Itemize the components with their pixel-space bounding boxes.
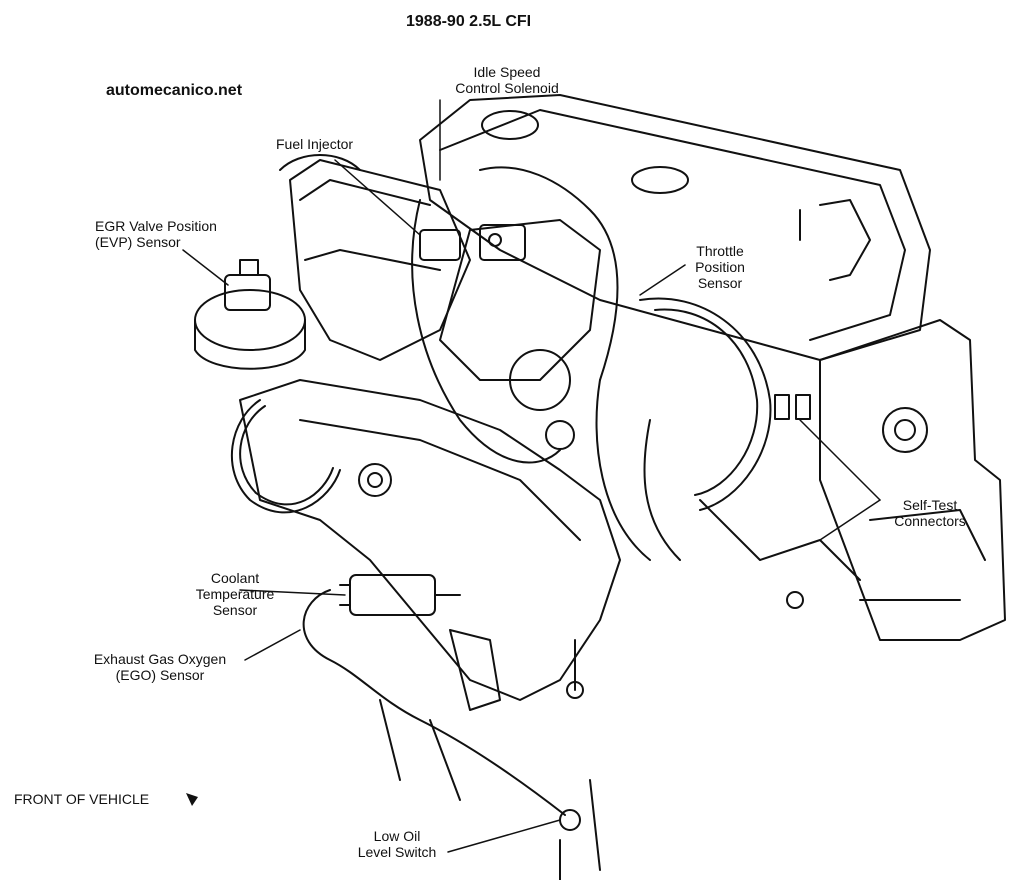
label-throttle-sensor: Throttle Position Sensor <box>695 243 745 291</box>
front-arrow-icon <box>186 793 198 806</box>
label-coolant-sensor: Coolant Temperature Sensor <box>195 570 275 618</box>
oil-cap <box>481 110 539 140</box>
label-egr-sensor: EGR Valve Position (EVP) Sensor <box>95 218 217 250</box>
leader-throttle <box>639 264 686 296</box>
ego-wire <box>302 589 566 816</box>
label-idle-speed-solenoid: Idle Speed Control Solenoid <box>455 64 559 96</box>
label-ego-sensor: Exhaust Gas Oxygen (EGO) Sensor <box>93 651 227 683</box>
intake-manifold <box>239 379 621 701</box>
egr-valve <box>194 289 306 351</box>
leader-ego <box>244 629 301 661</box>
wire-harness <box>230 399 341 514</box>
leader-coolant <box>239 589 346 596</box>
leader-fuel-injector <box>334 159 421 236</box>
leader-low-oil <box>447 819 561 853</box>
valve-cover <box>419 94 931 361</box>
engine-block <box>819 319 1006 641</box>
leader-self-test-1 <box>799 419 881 501</box>
label-fuel-injector: Fuel Injector <box>276 136 354 152</box>
leader-egr <box>182 249 229 286</box>
coolant-sensor <box>349 574 436 616</box>
label-front-of-vehicle: FRONT OF VEHICLE <box>14 791 150 807</box>
throttle-body <box>439 219 601 381</box>
diagram-title: 1988-90 2.5L CFI <box>406 13 532 30</box>
leader-self-test-2 <box>819 499 881 541</box>
label-self-test-connectors: Self-Test Connectors <box>894 497 966 529</box>
watermark-text: automecanico.net <box>106 82 243 99</box>
label-low-oil-switch: Low Oil Level Switch <box>357 828 437 860</box>
